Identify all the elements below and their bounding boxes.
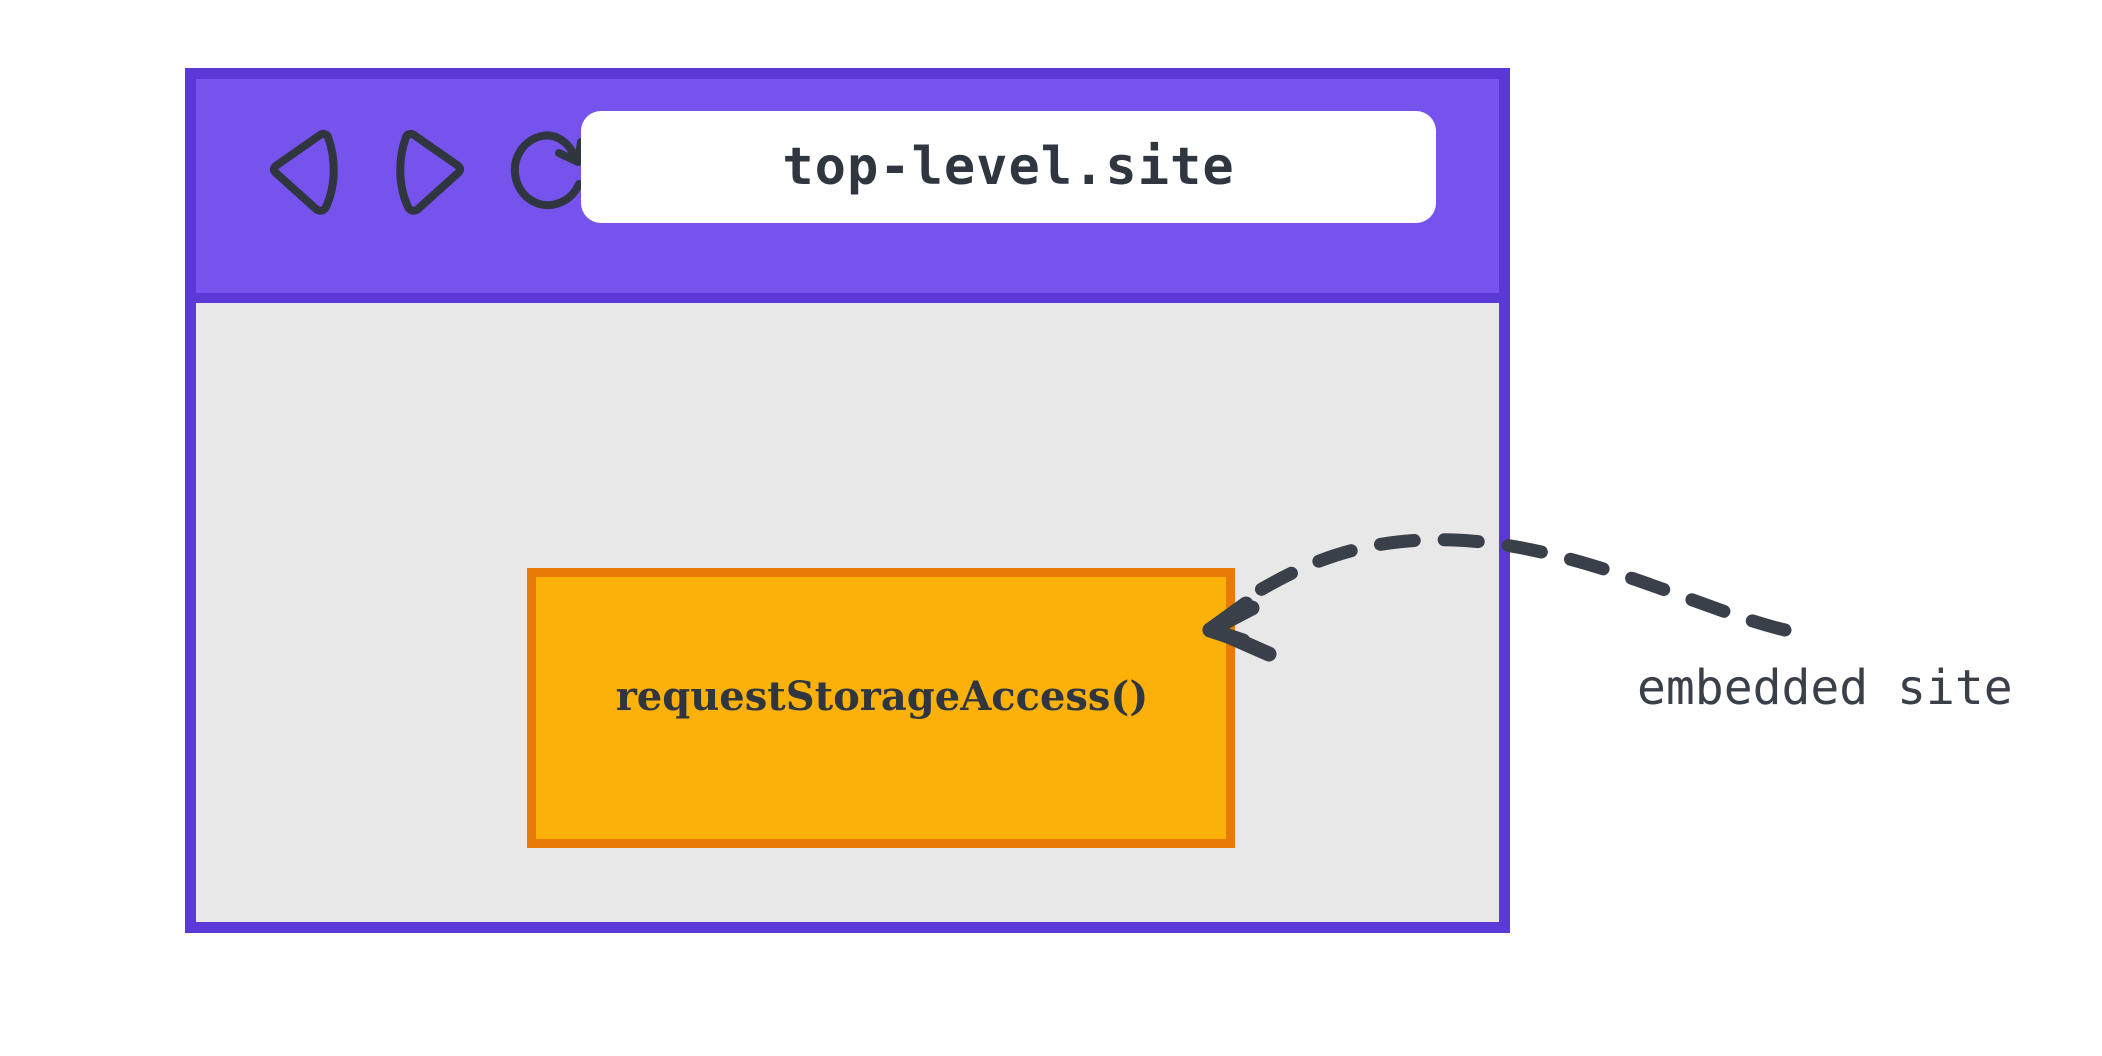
navigation-buttons	[258, 123, 598, 219]
browser-window: top-level.site requestStorageAccess()	[185, 68, 1510, 933]
embedded-site-api-label: requestStorageAccess()	[615, 673, 1149, 720]
address-bar[interactable]: top-level.site	[581, 111, 1436, 223]
browser-viewport: requestStorageAccess()	[196, 303, 1499, 922]
triangle-right-icon	[396, 129, 465, 215]
reload-button[interactable]	[502, 123, 598, 219]
embedded-site-frame[interactable]: requestStorageAccess()	[527, 568, 1235, 848]
reload-icon	[510, 131, 585, 210]
address-bar-value: top-level.site	[782, 137, 1235, 197]
forward-button[interactable]	[380, 123, 476, 219]
browser-toolbar: top-level.site	[196, 79, 1499, 303]
back-button[interactable]	[258, 123, 354, 219]
embedded-site-annotation-label: embedded site	[1637, 660, 2013, 716]
triangle-left-icon	[269, 129, 338, 215]
